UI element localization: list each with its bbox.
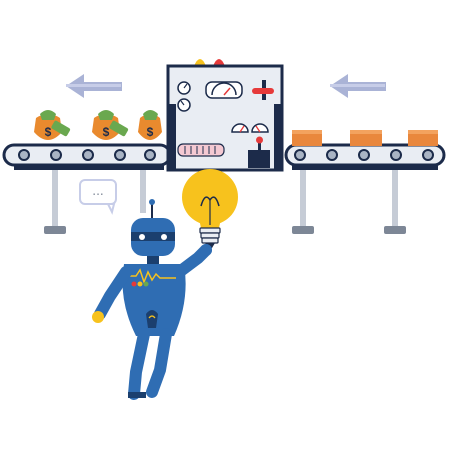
right-conveyor-belt (284, 143, 446, 170)
light-bulb-icon (182, 169, 238, 248)
robot-figure (92, 199, 212, 400)
robot-torso (122, 264, 186, 336)
left-arrow-icon (330, 74, 386, 98)
robot-leg-right (146, 328, 172, 398)
robot-hand (92, 311, 104, 323)
money-bag-icon: $ (92, 110, 129, 140)
robot-eye (139, 234, 145, 240)
meter-display (205, 81, 243, 99)
belt-rollers (18, 149, 156, 161)
robot-chest-line (128, 268, 176, 285)
robot-eye (161, 234, 167, 240)
box-icon (350, 130, 382, 146)
joystick-icon (248, 136, 270, 168)
dollar-sign: $ (147, 125, 154, 139)
robot-arm-left (94, 266, 132, 320)
lever-icon (252, 80, 274, 100)
box-icon (408, 130, 438, 146)
left-conveyor-belt (2, 143, 172, 170)
dollar-sign: $ (45, 125, 52, 139)
belt-rollers (294, 149, 434, 161)
processing-machine (166, 59, 284, 172)
box-icon (292, 130, 322, 146)
robot-leg-left (128, 328, 150, 400)
dollar-sign: $ (103, 125, 110, 139)
money-bag-icon: $ (138, 110, 162, 140)
vent-panel (177, 143, 225, 157)
money-bag-icon: $ (34, 110, 71, 140)
speech-bubble-text: ... (92, 184, 103, 198)
gauge-icon (251, 123, 269, 133)
warning-light-yellow (194, 59, 206, 66)
gauge-icon (231, 123, 249, 133)
left-arrow-icon (66, 74, 122, 98)
speech-bubble-icon: ... (79, 179, 117, 215)
warning-light-red (213, 59, 225, 66)
support-legs (44, 165, 406, 234)
